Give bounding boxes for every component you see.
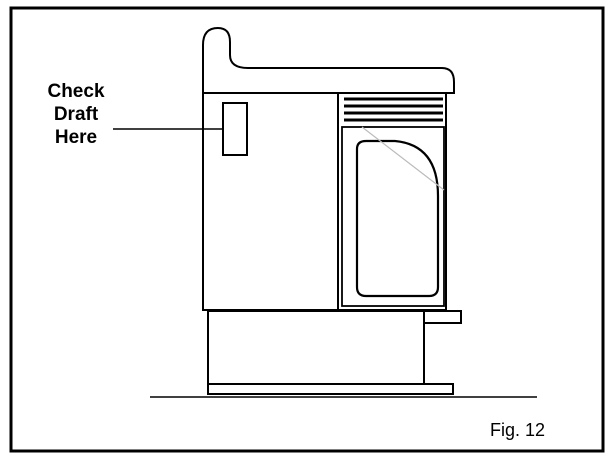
draft-check-port bbox=[222, 102, 248, 156]
callout-line: Check bbox=[47, 81, 105, 102]
glass-highlight bbox=[361, 126, 445, 191]
stove-pedestal bbox=[207, 310, 425, 385]
figure-label: Fig. 12 bbox=[490, 420, 546, 440]
callout-line: Draft bbox=[53, 104, 99, 125]
callout-line: Here bbox=[54, 127, 98, 148]
figure-frame bbox=[9, 6, 605, 453]
ash-lip-ledge bbox=[423, 310, 462, 324]
stove-top-cap bbox=[202, 26, 455, 94]
door-window-glass bbox=[355, 139, 440, 298]
stove-base-plate bbox=[207, 383, 454, 395]
check-draft-callout: Check Draft Here bbox=[30, 80, 122, 149]
